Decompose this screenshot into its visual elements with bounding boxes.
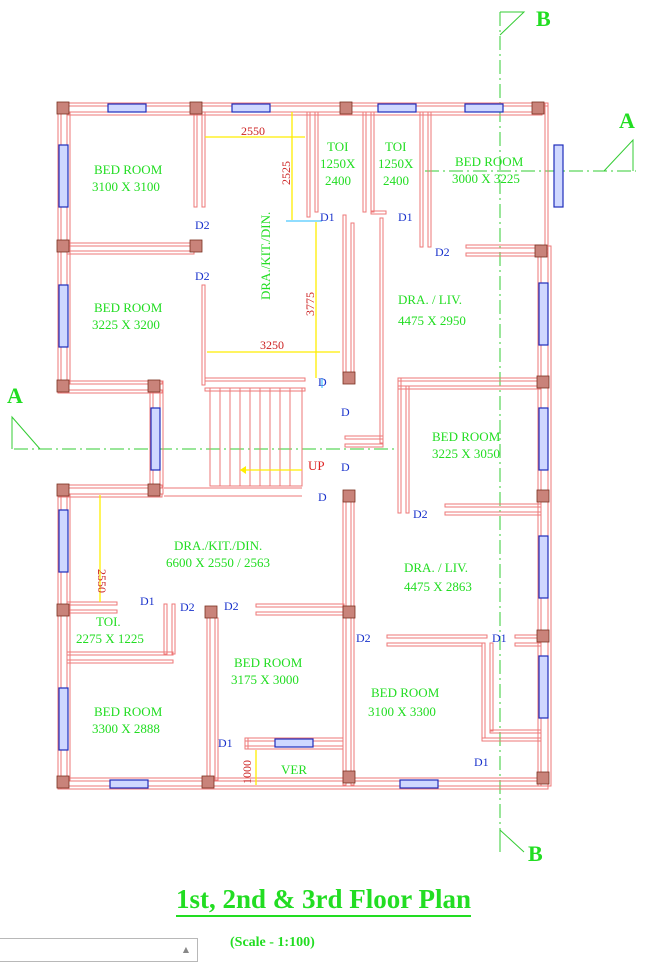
plan-title-text: 1st, 2nd & 3rd Floor Plan (175, 884, 472, 917)
room-size: 3175 X 3000 (231, 672, 299, 687)
door-label: D2 (180, 600, 195, 614)
room-size: 6600 X 2550 / 2563 (166, 555, 270, 570)
door-label: D (318, 490, 327, 504)
columns (56, 101, 550, 789)
room-labels: BED ROOM 3100 X 3100 BED ROOM 3225 X 320… (76, 139, 524, 777)
door-label: D1 (140, 594, 155, 608)
door-label: D2 (195, 269, 210, 283)
room-name: BED ROOM (94, 704, 163, 719)
room-size: 3100 X 3100 (92, 179, 160, 194)
door-label: D (318, 375, 327, 389)
room-name: DRA./KIT./DIN. (258, 212, 273, 300)
room-size: 3000 X 3225 (452, 171, 520, 186)
section-marker-b-bottom: B (528, 841, 543, 866)
door-label: D1 (474, 755, 489, 769)
door-label: D1 (320, 210, 335, 224)
room-size: 2400 (325, 173, 351, 188)
door-label: D2 (413, 507, 428, 521)
room-size: 1250X (320, 156, 356, 171)
section-marker-a-right: A (619, 108, 635, 133)
room-name: BED ROOM (94, 300, 163, 315)
dim-2550-left: 2550 (95, 569, 109, 593)
dim-2525: 2525 (279, 161, 293, 185)
dim-1000: 1000 (240, 760, 254, 784)
room-size: 2275 X 1225 (76, 631, 144, 646)
windows (58, 103, 564, 789)
room-name: BED ROOM (371, 685, 440, 700)
staircase (164, 387, 303, 497)
dimension-lines (99, 112, 340, 785)
room-size: 4475 X 2950 (398, 313, 466, 328)
door-label: D2 (224, 599, 239, 613)
room-size: 3225 X 3200 (92, 317, 160, 332)
room-name: DRA./KIT./DIN. (174, 538, 262, 553)
room-name: BED ROOM (432, 429, 501, 444)
door-label: D2 (356, 631, 371, 645)
door-label: D (341, 460, 350, 474)
room-name: BED ROOM (234, 655, 303, 670)
plan-title: 1st, 2nd & 3rd Floor Plan (0, 884, 647, 917)
room-name: TOI (385, 139, 406, 154)
room-name: TOI (327, 139, 348, 154)
stair-up-label: UP (308, 458, 325, 473)
section-marker-b-top: B (536, 6, 551, 31)
room-name: BED ROOM (455, 154, 524, 169)
dim-3775: 3775 (303, 292, 317, 316)
door-label: D (341, 405, 350, 419)
section-lines (11, 11, 636, 853)
section-marker-a-left: A (7, 383, 23, 408)
door-label: D1 (492, 631, 507, 645)
room-size: 4475 X 2863 (404, 579, 472, 594)
door-label: D1 (398, 210, 413, 224)
room-size: 2400 (383, 173, 409, 188)
room-name: VER (281, 762, 307, 777)
room-name: TOI. (96, 614, 121, 629)
room-size: 1250X (378, 156, 414, 171)
room-name: DRA. / LIV. (404, 560, 468, 575)
door-labels: D2 D2 D1 D1 D2 D D D D D2 D1 D2 D2 D2 D1… (140, 210, 507, 769)
dim-2550-top: 2550 (241, 124, 265, 138)
dim-3250: 3250 (260, 338, 284, 352)
scroll-up-arrow-icon[interactable]: ▲ (182, 945, 189, 954)
room-size: 3225 X 3050 (432, 446, 500, 461)
room-size: 3300 X 2888 (92, 721, 160, 736)
door-label: D2 (195, 218, 210, 232)
door-label: D1 (218, 736, 233, 750)
door-label: D2 (435, 245, 450, 259)
room-size: 3100 X 3300 (368, 704, 436, 719)
room-name: DRA. / LIV. (398, 292, 462, 307)
room-name: BED ROOM (94, 162, 163, 177)
plan-scale: (Scale - 1:100) (230, 935, 315, 950)
scroll-panel[interactable]: ▲ (0, 938, 198, 962)
